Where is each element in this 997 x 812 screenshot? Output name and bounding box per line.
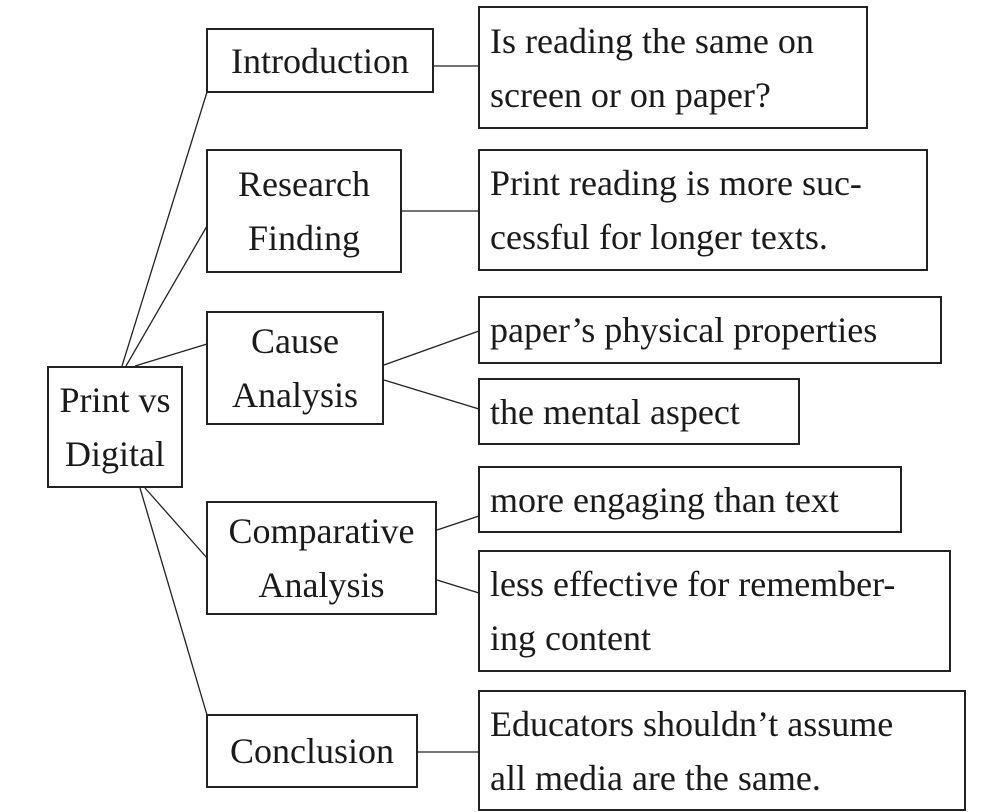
conclusion-label: Conclusion — [229, 731, 394, 771]
conclusion-node: Conclusion — [206, 714, 418, 788]
introduction-label: Introduction — [231, 40, 409, 81]
research-finding-detail-node: Print reading is more suc- cessful for l… — [478, 149, 928, 271]
root-node: Print vs Digital — [47, 366, 183, 488]
connector-comparative-detail-2 — [436, 579, 480, 594]
research-finding-label-line1: Research — [238, 164, 370, 204]
comparative-analysis-detail-2-line2: ing content — [490, 618, 651, 658]
conclusion-detail-line2: all media are the same. — [490, 757, 821, 798]
root-label-line1: Print vs — [59, 380, 171, 420]
cause-analysis-label-line1: Cause — [251, 321, 339, 361]
comparative-analysis-label-line1: Comparative — [228, 511, 415, 551]
research-finding-detail-line2: cessful for longer texts. — [490, 217, 828, 257]
root-label-line2: Digital — [65, 434, 165, 474]
comparative-analysis-detail-1: more engaging than text — [490, 479, 839, 520]
cause-analysis-detail-1-node: paper’s physical properties — [478, 296, 942, 364]
connector-comparative-detail-1 — [436, 515, 480, 531]
comparative-analysis-label-line2: Analysis — [258, 565, 385, 605]
connector-cause-detail-2 — [383, 379, 480, 410]
comparative-analysis-node: Comparative Analysis — [206, 501, 437, 615]
connector-root-introduction — [121, 91, 208, 367]
introduction-detail-line1: Is reading the same on — [490, 20, 814, 61]
conclusion-detail-line1: Educators shouldn’t assume — [490, 703, 894, 744]
introduction-detail-node: Is reading the same on screen or on pape… — [478, 6, 868, 129]
cause-analysis-detail-1: paper’s physical properties — [490, 310, 878, 350]
conclusion-detail-node: Educators shouldn’t assume all media are… — [478, 690, 966, 811]
connector-root-comparative-analysis — [144, 487, 208, 559]
cause-analysis-detail-2: the mental aspect — [490, 391, 740, 432]
comparative-analysis-detail-2-node: less effective for remember- ing content — [478, 550, 951, 672]
comparative-analysis-detail-1-node: more engaging than text — [478, 466, 902, 533]
connector-root-conclusion — [139, 487, 208, 716]
connector-cause-detail-1 — [383, 330, 480, 366]
cause-analysis-node: Cause Analysis — [206, 311, 384, 425]
research-finding-node: Research Finding — [206, 149, 402, 273]
introduction-detail-line2: screen or on paper? — [490, 74, 771, 115]
research-finding-detail-line1: Print reading is more suc- — [490, 163, 862, 203]
cause-analysis-detail-2-node: the mental aspect — [478, 378, 800, 445]
research-finding-label-line2: Finding — [247, 218, 361, 258]
cause-analysis-label-line2: Analysis — [232, 375, 358, 415]
connector-root-research-finding — [125, 225, 208, 367]
connector-root-cause-analysis — [134, 343, 208, 367]
comparative-analysis-detail-2-line1: less effective for remember- — [490, 564, 896, 604]
introduction-node: Introduction — [206, 28, 434, 93]
